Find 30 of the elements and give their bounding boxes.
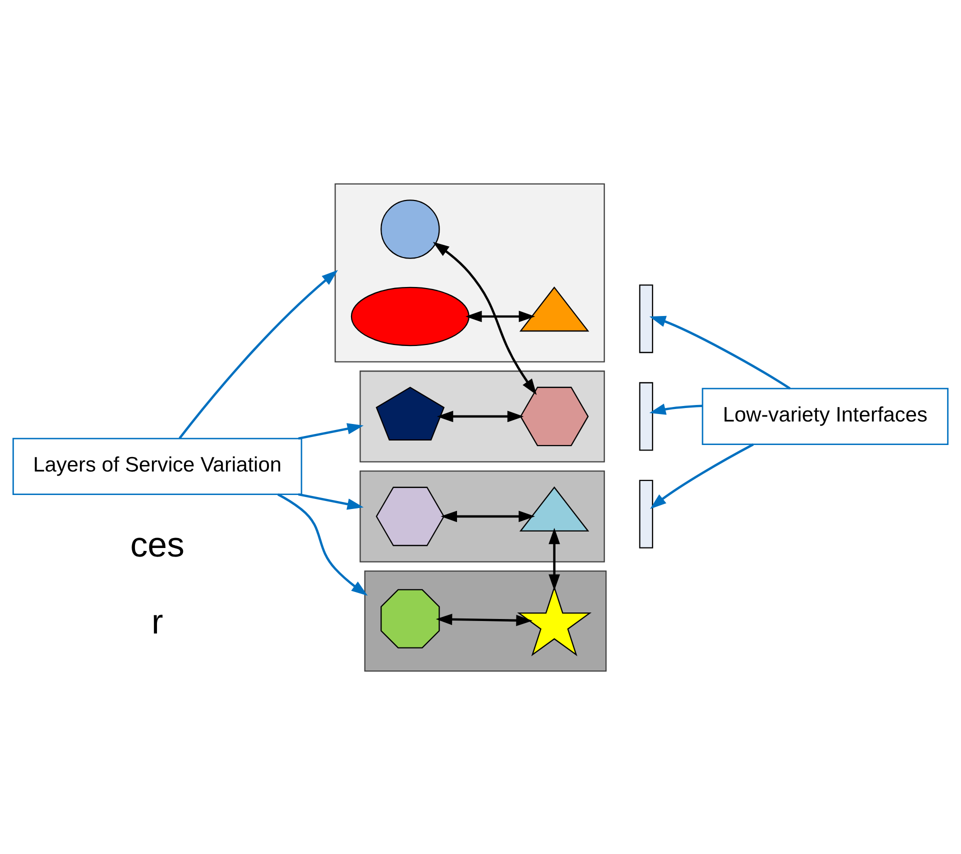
label: ces: [130, 525, 184, 564]
arrow: [436, 613, 532, 626]
arrow: [436, 410, 524, 422]
cluster: [364, 570, 607, 672]
node-arrow: [639, 479, 654, 548]
node-pentagon: [376, 386, 445, 440]
node-box: Low-variety Interfaces: [702, 387, 949, 445]
cluster: [360, 470, 605, 562]
arrow: [277, 492, 368, 596]
arrow: [649, 403, 702, 414]
arrow: [432, 241, 537, 395]
node-octagon: [380, 588, 440, 648]
cluster: [360, 370, 605, 462]
node-arrow: [639, 382, 654, 450]
arrow: [650, 442, 754, 508]
arrow: [466, 310, 536, 322]
node-box: Layers of Service Variation: [12, 437, 302, 495]
arrow: [298, 492, 364, 510]
arrow: [298, 422, 364, 440]
cluster: [334, 182, 605, 362]
label: r: [152, 602, 164, 641]
node-circle: [380, 199, 440, 258]
arrow: [178, 270, 338, 438]
node-hexagon: [376, 486, 445, 546]
node-hexagon: [520, 386, 589, 446]
node-arrow: [639, 284, 654, 353]
arrow: [548, 527, 560, 590]
arrow: [440, 510, 535, 522]
node-ellipse: [350, 286, 470, 346]
arrow: [649, 315, 791, 389]
